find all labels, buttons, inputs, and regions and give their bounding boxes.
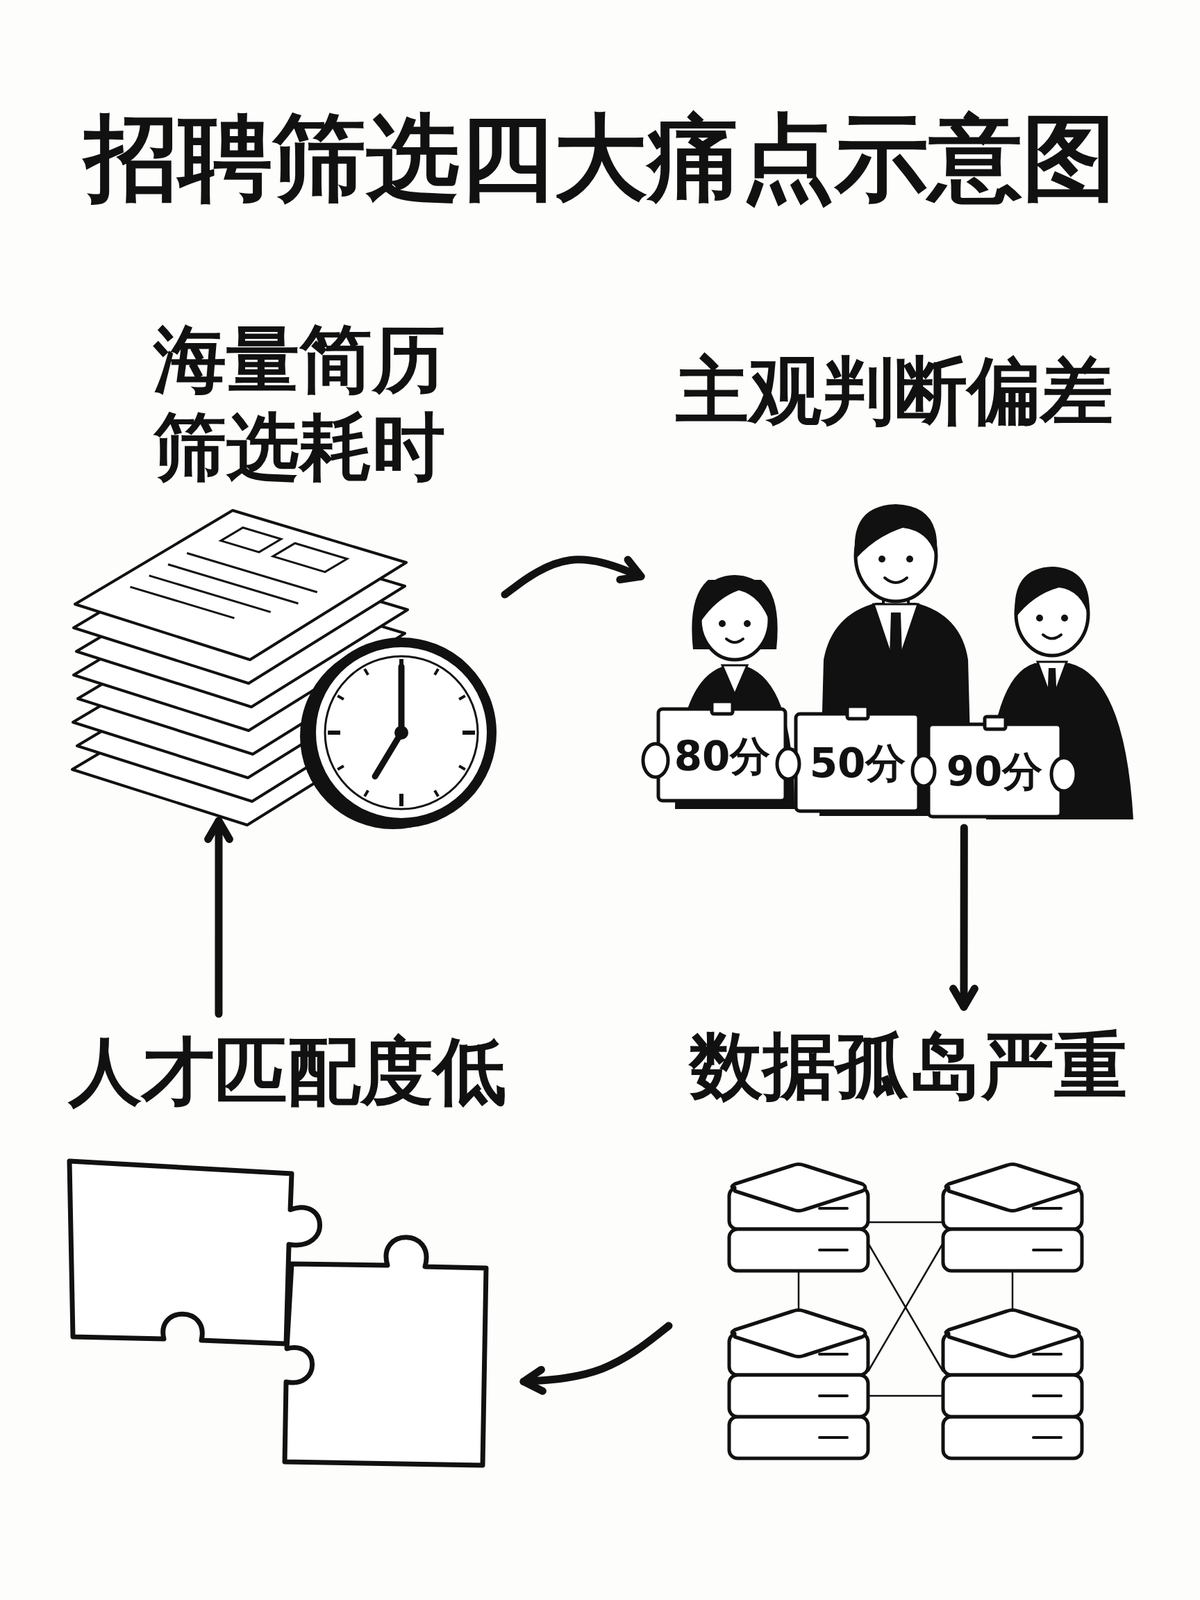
score-sign [795,713,919,812]
diagram-title: 招聘筛选四大痛点示意图 [0,104,1200,212]
clock-tick [337,765,344,770]
clock-tick [462,730,475,735]
clock-tick [364,790,369,797]
sign-clip [711,701,733,714]
clock-hand [398,666,405,733]
database-cluster [729,1164,1082,1460]
flow-arrow [504,559,641,595]
database-stack [943,1310,1082,1460]
score-label: 90分 [946,751,1044,792]
database-stack [729,1164,869,1272]
flow-arrow [214,820,223,1014]
pain-point-label: 人才匹配度低 [59,1027,516,1116]
database-stack [729,1310,869,1460]
clock-hand [375,732,402,777]
score-signs [643,701,1077,817]
clock-tick [434,790,439,797]
resume-sheet [75,510,407,660]
clock-ticks [327,659,475,807]
hand [643,743,669,778]
pain-point-node: 人才匹配度低 [59,1022,516,1478]
flow-arrow [959,827,968,1007]
clock-icon [300,642,492,830]
clock-tick [364,668,369,675]
clock-tick [434,668,439,675]
score-label: 50分 [809,743,907,784]
clock-face [311,642,492,823]
sign-clip [984,716,1006,730]
pain-point-label: 海量简历 筛选耗时 [143,315,456,491]
resume-lines [129,525,364,626]
interviewers [643,504,1134,820]
clock-center [394,725,409,740]
hand [777,748,800,780]
pain-point-node: 海量简历 筛选耗时 [62,305,497,813]
clock-tick [459,695,466,700]
clock-tick [399,793,404,807]
score-label: 80分 [674,736,771,777]
score-sign [658,709,786,801]
sign-clip [847,706,869,719]
clock-tick [327,730,341,735]
puzzle-piece [69,1161,321,1344]
hand [912,755,935,787]
pain-point-label: 数据孤岛严重 [677,1022,1139,1110]
clock-tick [459,765,466,770]
flow-arrow [523,1325,669,1382]
clock-ring [325,656,478,810]
pain-point-node: 数据孤岛严重 [677,1015,1139,1466]
pain-point-label: 主观判断偏差 [649,347,1139,435]
puzzle-pieces [69,1161,487,1466]
score-sign [928,724,1062,817]
database-stack [943,1164,1082,1272]
clock-tick [337,695,344,700]
puzzle-piece [284,1237,487,1466]
hand [1051,757,1077,791]
